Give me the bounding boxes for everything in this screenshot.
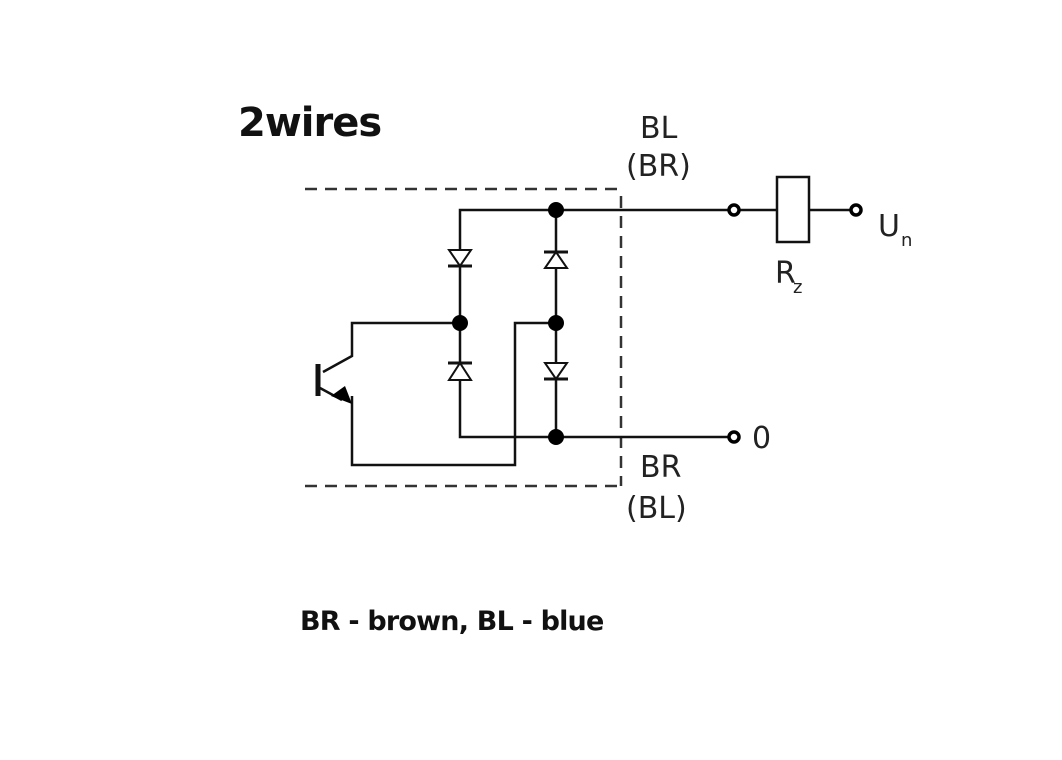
- supply-label: U: [878, 209, 900, 244]
- top-wire-alt-color-label: (BR): [626, 149, 691, 184]
- resistor-label: R: [775, 256, 796, 291]
- color-legend: BR - brown, BL - blue: [300, 606, 604, 637]
- top-wire-color-label: BL: [640, 111, 678, 146]
- supply-subscript: n: [901, 230, 912, 251]
- collector-wire: [322, 321, 460, 374]
- bottom-wire-color-label: BR: [640, 450, 681, 485]
- bottom-wire-alt-color-label: (BL): [626, 491, 687, 526]
- diode-triangle-icon: [447, 361, 473, 381]
- diode-triangle-icon: [543, 250, 569, 269]
- load-resistor: [775, 175, 811, 244]
- junction-dots: [452, 202, 564, 445]
- junction-dot: [548, 202, 564, 218]
- circuit-wires: [322, 208, 856, 467]
- diode-right-top: [543, 250, 569, 269]
- diode-triangle-icon: [447, 249, 473, 268]
- terminal-supply: [849, 203, 863, 217]
- transistor-symbol: [315, 364, 352, 404]
- diode-left-top: [447, 249, 473, 268]
- junction-dot: [548, 429, 564, 445]
- diode-right-bottom: [543, 362, 569, 381]
- terminal-top: [727, 203, 741, 217]
- bottom-rail-wire: [458, 324, 734, 439]
- emitter-wire: [350, 321, 556, 467]
- emitter-arrow-icon: [331, 386, 352, 404]
- junction-dot: [452, 315, 468, 331]
- zero-label: 0: [752, 421, 771, 456]
- diode-left-bottom: [447, 361, 473, 381]
- diode-triangle-icon: [543, 362, 569, 381]
- terminal-zero: [727, 430, 741, 444]
- junction-dot: [548, 315, 564, 331]
- diagram-title: 2wires: [238, 100, 381, 146]
- resistor-subscript: z: [793, 277, 802, 298]
- top-rail-wire: [458, 208, 734, 324]
